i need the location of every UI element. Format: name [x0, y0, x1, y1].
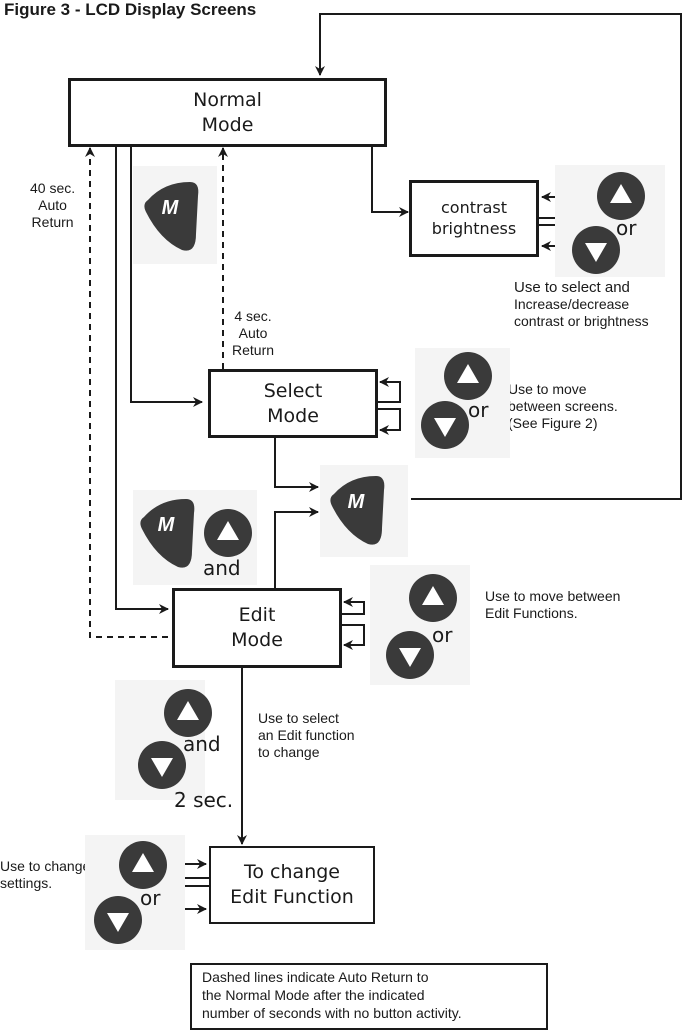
return-to-normal-line: [315, 13, 682, 500]
edit-loop-up: [341, 597, 365, 615]
normal-mode-box: Normal Mode: [68, 78, 387, 147]
edit-note: Use to move between Edit Functions.: [485, 588, 621, 621]
legend-line-2: the Normal Mode after the indicated: [202, 987, 425, 1003]
hold-duration-label: 2 sec.: [174, 788, 234, 812]
select-mode-box: Select Mode: [208, 369, 378, 438]
select-mode-label-2: Mode: [267, 404, 319, 427]
up-arrow-button-icon: [409, 574, 457, 622]
edit-mode-label-2: Mode: [231, 629, 283, 651]
svg-text:M: M: [158, 514, 176, 536]
svg-text:M: M: [162, 197, 180, 219]
svg-text:M: M: [348, 491, 366, 513]
select-loop-down: [378, 408, 401, 435]
auto-return-40s-line: [85, 147, 168, 638]
change-edit-function-box: To change Edit Function: [209, 846, 375, 924]
mode-button-icon: M: [144, 182, 199, 251]
normal-to-contrast-line: [371, 146, 409, 217]
up-arrow-button-icon: [119, 841, 167, 889]
legend-line-3: number of seconds with no button activit…: [202, 1005, 462, 1021]
contrast-brightness-box: contrast brightness: [409, 180, 539, 257]
contrast-label: contrast: [441, 197, 507, 217]
edit-mode-label-1: Edit: [238, 604, 276, 627]
figure-title: Figure 3 - LCD Display Screens: [4, 0, 257, 19]
change-note: Use to change settings.: [0, 858, 91, 891]
down-arrow-button-icon: [386, 631, 434, 679]
up-arrow-button-icon: [204, 509, 252, 557]
auto-return-4s-label: 4 sec. Auto Return: [232, 308, 275, 358]
normal-to-edit-line: [115, 146, 169, 614]
down-arrow-button-icon: [572, 226, 620, 274]
up-arrow-button-icon: [164, 689, 212, 737]
down-arrow-button-icon: [94, 896, 142, 944]
auto-return-40s-label: 40 sec. Auto Return: [30, 180, 76, 230]
legend-line-1: Dashed lines indicate Auto Return to: [202, 969, 429, 985]
change-loop-up: [183, 859, 209, 879]
normal-mode-label-1: Normal: [193, 88, 262, 111]
select-loop-up: [378, 377, 401, 403]
select-mode-label-1: Select: [263, 379, 323, 402]
edit-mode-box: Edit Mode: [172, 588, 342, 668]
change-edit-label-2: Edit Function: [230, 886, 354, 908]
select-to-m-line: [274, 437, 319, 492]
and-label: and: [203, 556, 241, 580]
or-label: or: [468, 398, 489, 422]
normal-mode-label-2: Mode: [201, 113, 254, 136]
legend-box: Dashed lines indicate Auto Return to the…: [190, 963, 548, 1030]
normal-to-select-line: [130, 146, 203, 407]
mode-button-icon: M: [330, 476, 385, 545]
down-arrow-button-icon: [138, 741, 186, 789]
change-edit-label-1: To change: [244, 861, 340, 884]
brightness-label: brightness: [431, 218, 517, 238]
edit-loop-down: [341, 624, 365, 650]
or-label: or: [140, 886, 161, 910]
edit-select-note: Use to select an Edit function to change: [258, 710, 355, 760]
up-arrow-button-icon: [597, 172, 645, 220]
select-note: Use to move between screens. (See Figure…: [508, 381, 618, 431]
and-label: and: [183, 732, 221, 756]
down-arrow-button-icon: [421, 401, 469, 449]
mode-button-icon: M: [140, 499, 195, 568]
edit-to-m-line: [274, 507, 319, 588]
or-label: or: [432, 623, 453, 647]
or-label: or: [616, 216, 637, 240]
contrast-note: Use to select and Increase/decrease cont…: [514, 279, 649, 329]
up-arrow-button-icon: [444, 352, 492, 400]
change-loop-down: [183, 885, 209, 914]
